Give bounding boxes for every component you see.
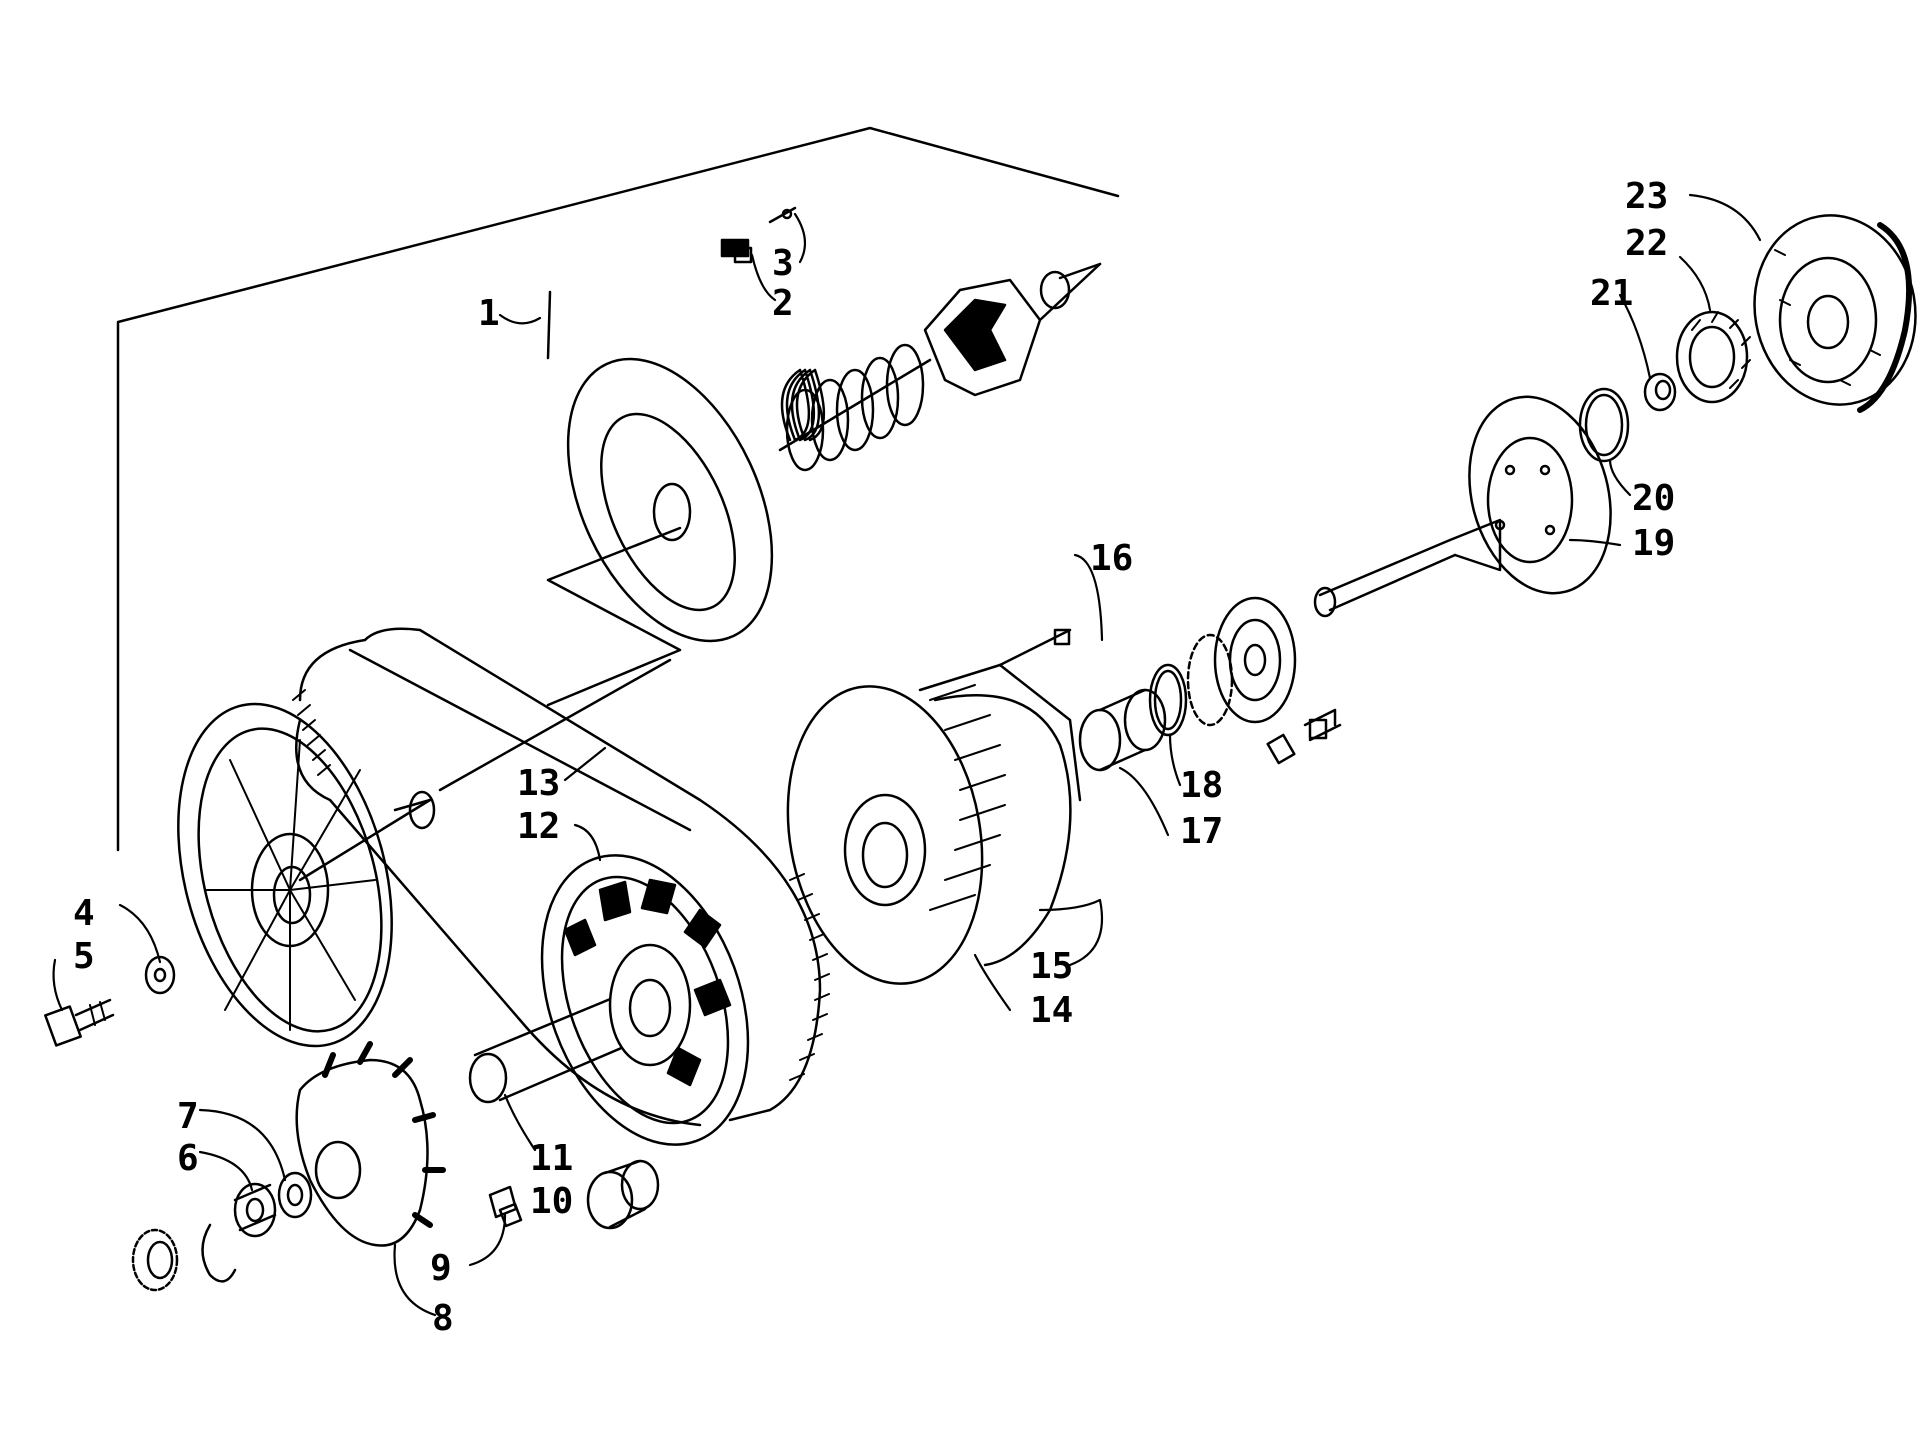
cover-plate — [297, 1044, 443, 1246]
thrust-washer — [279, 1173, 311, 1217]
callout-4: 4 — [73, 893, 95, 934]
one-way-clutch — [1740, 203, 1920, 418]
callout-2: 2 — [772, 283, 794, 324]
callout-20: 20 — [1632, 478, 1675, 519]
callout-19: 19 — [1632, 523, 1675, 564]
callout-5: 5 — [73, 936, 95, 977]
callout-9: 9 — [430, 1248, 452, 1289]
nut — [235, 1184, 275, 1236]
callout-14: 14 — [1030, 990, 1073, 1031]
movable-sheave-plate — [546, 292, 813, 707]
snap-ring — [1580, 389, 1628, 461]
callout-7: 7 — [177, 1096, 199, 1137]
bushing — [1080, 690, 1165, 770]
clutch-housing — [765, 630, 1080, 999]
spacer-nut — [1645, 374, 1675, 410]
needle-bearing — [1677, 312, 1750, 402]
assembly-bracket — [116, 126, 1120, 852]
o-ring — [1150, 665, 1186, 735]
shaft-sleeve — [470, 995, 640, 1102]
spring — [780, 345, 930, 470]
callout-15: 15 — [1030, 946, 1073, 987]
callout-16: 16 — [1090, 538, 1133, 579]
leader-lines — [52, 193, 1762, 1317]
bolt — [45, 1000, 113, 1045]
fixed-sheave — [143, 660, 670, 1070]
callouts: 1 2 3 4 5 6 7 8 9 10 11 12 13 14 15 16 1… — [73, 176, 1675, 1339]
callout-21: 21 — [1590, 273, 1633, 314]
callout-6: 6 — [177, 1138, 199, 1179]
cam-spider — [925, 264, 1100, 395]
roller-and-pin — [722, 208, 795, 262]
callout-17: 17 — [1180, 811, 1223, 852]
callout-11: 11 — [530, 1138, 573, 1179]
output-shaft — [1315, 381, 1632, 616]
drive-belt — [293, 629, 829, 1125]
oil-seal — [133, 1230, 177, 1290]
callout-12: 12 — [517, 806, 560, 847]
washer — [146, 957, 174, 993]
callout-13: 13 — [517, 763, 560, 804]
circlip — [203, 1225, 236, 1281]
callout-23: 23 — [1625, 176, 1668, 217]
callout-3: 3 — [772, 243, 794, 284]
callout-8: 8 — [432, 1298, 454, 1339]
driven-clutch — [504, 827, 785, 1174]
callout-10: 10 — [530, 1181, 573, 1222]
callout-18: 18 — [1180, 765, 1223, 806]
bolt-and-washer — [1268, 710, 1340, 763]
roller-sleeve — [588, 1161, 658, 1228]
bearing-seal — [1188, 598, 1295, 725]
callout-1: 1 — [478, 293, 500, 334]
callout-22: 22 — [1625, 223, 1668, 264]
